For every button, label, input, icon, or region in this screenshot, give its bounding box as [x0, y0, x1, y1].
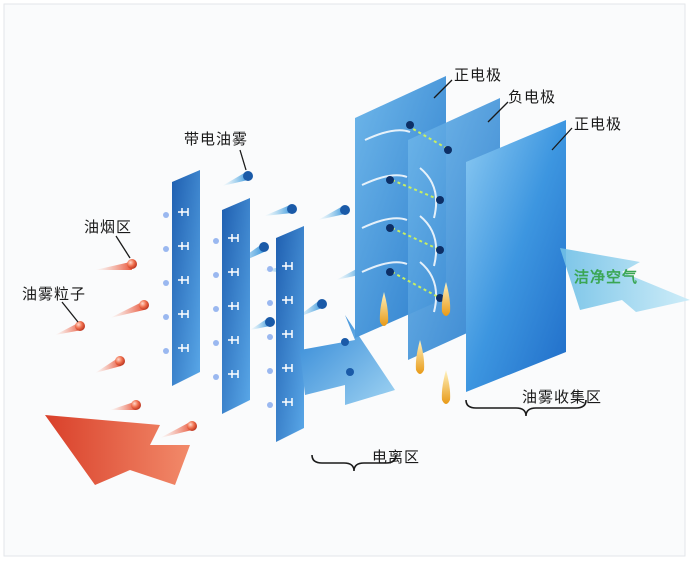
charge-markers	[386, 121, 452, 302]
collection-zone-brace	[465, 399, 587, 417]
label-negative-electrode: 负电极	[508, 88, 557, 106]
label-positive-electrode-1: 正电极	[454, 66, 503, 84]
collector-plate-positive-2	[466, 120, 566, 392]
ionization-zone-brace	[311, 454, 397, 472]
label-positive-electrode-2: 正电极	[574, 115, 623, 133]
polluted-air-arrow	[45, 415, 190, 485]
label-oil-smoke-zone: 油烟区	[84, 218, 133, 236]
label-oil-mist-particles: 油雾粒子	[22, 285, 87, 303]
flow-swirls	[361, 129, 438, 313]
charged-flow-arrow	[300, 315, 395, 405]
ionization-panel-2	[213, 198, 250, 414]
field-lines	[391, 125, 447, 299]
oil-mist-particles	[55, 259, 197, 438]
leader-lines	[61, 79, 573, 323]
label-oil-mist-collection-zone: 油雾收集区	[522, 388, 603, 406]
ionization-panel-3	[267, 226, 304, 442]
label-clean-air: 洁净空气	[574, 268, 639, 286]
label-ionization-zone: 电离区	[372, 448, 421, 466]
ionization-panel-1	[163, 170, 200, 386]
clean-air-arrow	[560, 248, 690, 312]
label-charged-oil-mist: 带电油雾	[184, 130, 249, 148]
oil-droplets	[379, 282, 451, 404]
